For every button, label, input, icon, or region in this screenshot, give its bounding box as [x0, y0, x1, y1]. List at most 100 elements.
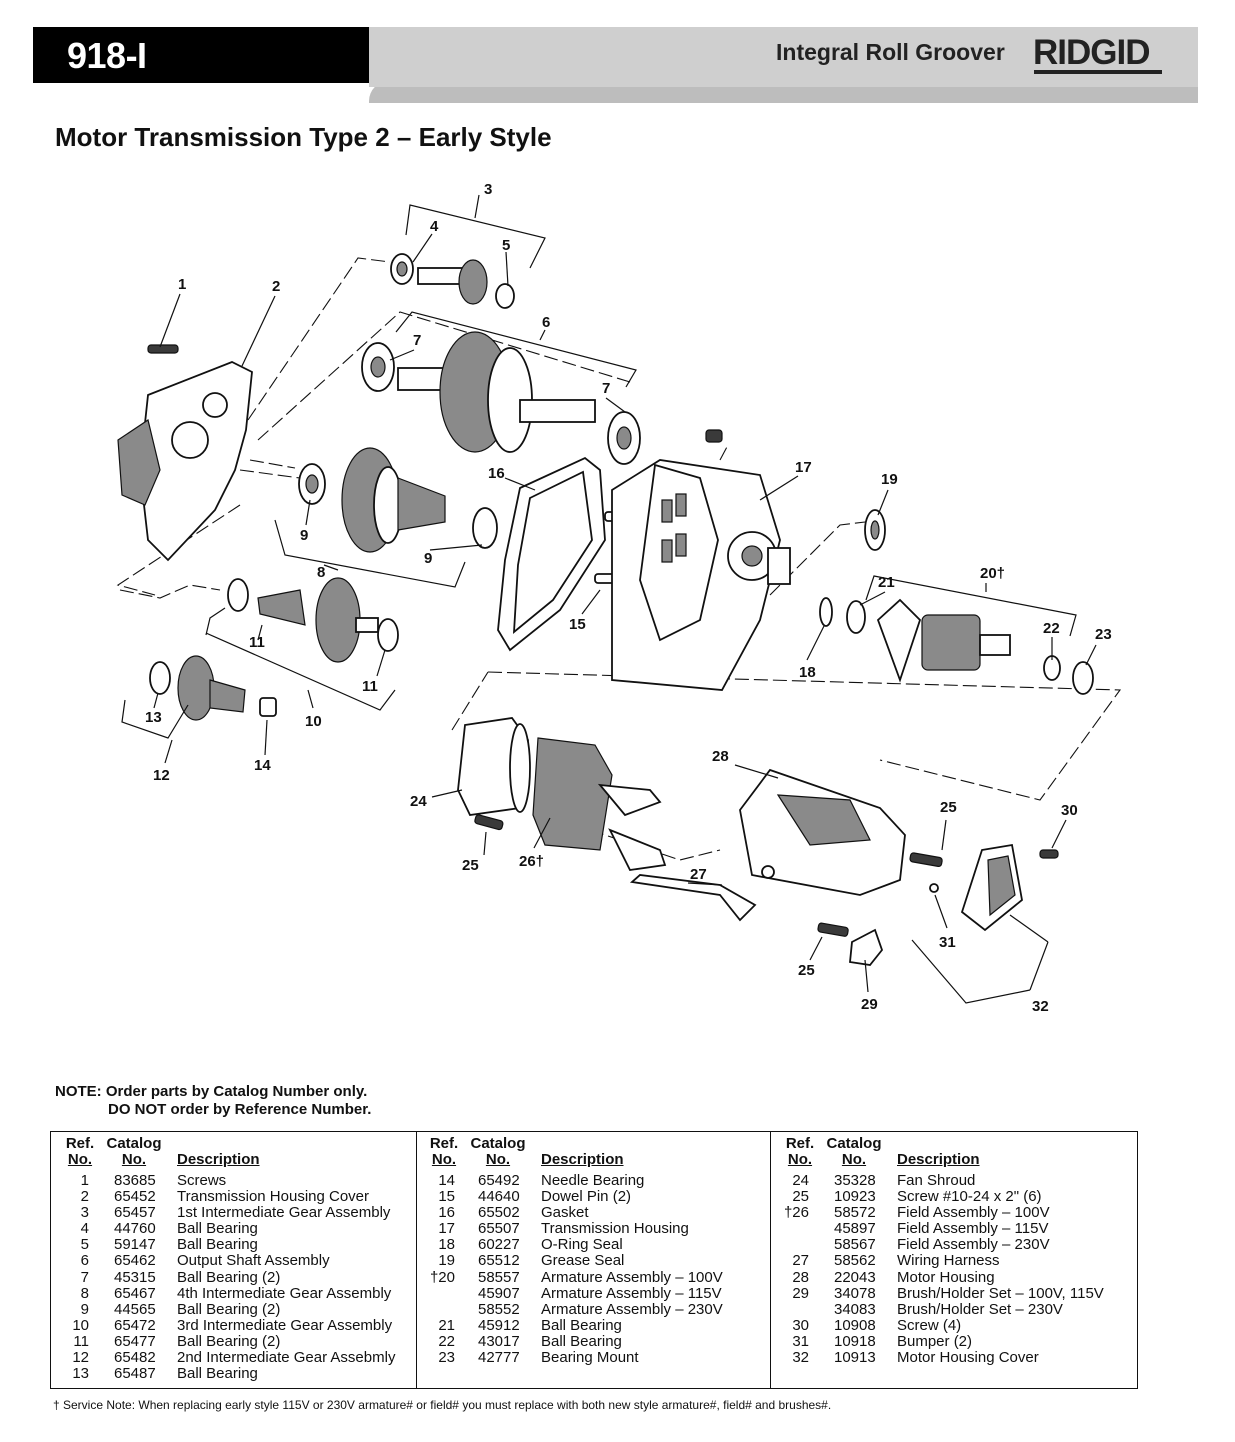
part-description: Fan Shroud — [897, 1172, 976, 1189]
part-catalog-number: 10923 — [834, 1188, 876, 1206]
catalog-header-bottom: No. — [485, 1151, 511, 1168]
screws — [474, 814, 943, 937]
page-title: Motor Transmission Type 2 – Early Style — [55, 122, 552, 152]
field-assembly — [532, 737, 667, 871]
part-catalog-number: 83685 — [114, 1172, 156, 1189]
order-note-line-2: DO NOT order by Reference Number. — [108, 1101, 372, 1118]
part-description: Ball Bearing — [177, 1365, 258, 1383]
description-header-text: Description — [177, 1151, 260, 1168]
callout-25a: 25 — [462, 857, 479, 874]
part-ref-number: 1 — [80, 1172, 89, 1189]
part-ref-number: 30 — [792, 1316, 809, 1334]
part-ref-number: †26 — [783, 1204, 809, 1222]
part-catalog-number: 10918 — [834, 1332, 876, 1350]
description-header: Description — [541, 1152, 624, 1168]
callout-27: 27 — [690, 866, 707, 883]
part-catalog-number: 65512 — [478, 1252, 520, 1270]
transmission-housing-cover — [117, 344, 253, 562]
callout-5: 5 — [502, 237, 510, 254]
callout-6: 6 — [542, 314, 550, 331]
part-catalog-number: 45907 — [478, 1284, 520, 1302]
ref-header-top: Ref. — [65, 1135, 95, 1152]
model-number: 918-I — [67, 35, 147, 76]
part-catalog-number: 22043 — [834, 1268, 876, 1286]
part-ref-number: 5 — [80, 1236, 89, 1254]
part-description: Grease Seal — [541, 1252, 625, 1270]
part-catalog-number: 59147 — [114, 1236, 156, 1254]
part-catalog-number: 65502 — [478, 1204, 520, 1222]
part-ref-number: 22 — [438, 1332, 455, 1350]
callout-8: 8 — [317, 564, 325, 581]
table-row: 13 65487 Ball Bearing — [51, 1366, 416, 1382]
part-catalog-number: 44760 — [114, 1220, 156, 1238]
part-ref-number: 29 — [792, 1284, 809, 1302]
callout-22: 22 — [1043, 620, 1060, 637]
callout-12: 12 — [153, 767, 170, 784]
callout-13: 13 — [145, 709, 162, 726]
catalog-header-bottom: No. — [841, 1151, 867, 1168]
catalog-header-top: Catalog — [470, 1135, 526, 1152]
brand-logo: RIDGID — [1033, 33, 1150, 72]
part-description: 2nd Intermediate Gear Assebmly — [177, 1349, 396, 1367]
part-catalog-number: 45912 — [478, 1316, 520, 1334]
motor-housing — [739, 768, 906, 896]
part-ref-number: 23 — [438, 1349, 455, 1367]
part-ref-number: 2 — [80, 1188, 89, 1206]
ref-header-top: Ref. — [785, 1135, 815, 1152]
table-row: 45907 Armature Assembly – 115V — [417, 1284, 771, 1302]
model-number-banner: 918-I — [33, 27, 369, 83]
part-description: Screws — [177, 1172, 227, 1189]
part-catalog-number: 65482 — [114, 1349, 156, 1367]
description-header: Description — [177, 1152, 260, 1168]
part-ref-number: 32 — [792, 1349, 809, 1367]
part-description: Field Assembly – 230V — [897, 1236, 1050, 1254]
ref-header: Ref.No. — [785, 1136, 815, 1168]
part-catalog-number: 58567 — [834, 1236, 876, 1254]
table-row: 58567 Field Assembly – 230V — [771, 1237, 1137, 1253]
part-ref-number: 7 — [80, 1268, 89, 1286]
ref-header: Ref.No. — [65, 1136, 95, 1168]
callout-28: 28 — [712, 748, 729, 765]
part-description: Field Assembly – 100V — [897, 1204, 1050, 1222]
part-description: O-Ring Seal — [541, 1236, 623, 1254]
callout-17: 17 — [795, 459, 812, 476]
part-ref-number: 3 — [80, 1204, 89, 1222]
part-catalog-number: 58552 — [478, 1300, 520, 1318]
part-description: Brush/Holder Set – 230V — [897, 1300, 1063, 1318]
bumper — [929, 883, 939, 893]
part-catalog-number: 58562 — [834, 1252, 876, 1270]
part-catalog-number: 58557 — [478, 1268, 520, 1286]
part-ref-number: 8 — [80, 1284, 89, 1302]
part-description: Ball Bearing (2) — [177, 1268, 281, 1286]
part-ref-number: †20 — [429, 1268, 455, 1286]
part-description: Ball Bearing — [541, 1316, 622, 1334]
part-catalog-number: 44640 — [478, 1188, 520, 1206]
part-description: Screw #10-24 x 2" (6) — [897, 1188, 1042, 1206]
order-note-line-1: NOTE: Order parts by Catalog Number only… — [55, 1083, 368, 1100]
callout-1: 1 — [178, 276, 186, 293]
gasket — [497, 456, 606, 652]
catalog-header-top: Catalog — [106, 1135, 162, 1152]
part-description: Ball Bearing — [541, 1332, 622, 1350]
part-catalog-number: 65477 — [114, 1332, 156, 1350]
callout-9b: 9 — [424, 550, 432, 567]
product-name: Integral Roll Groover — [776, 39, 1005, 65]
callout-3: 3 — [484, 181, 492, 198]
part-catalog-number: 65487 — [114, 1365, 156, 1383]
part-ref-number: 13 — [72, 1365, 89, 1383]
part-description: Armature Assembly – 115V — [541, 1284, 722, 1302]
exploded-parts-diagram: 1 2 3 4 5 6 7 7 16 17 19 9 9 8 20† 21 15… — [116, 181, 1122, 1015]
callout-18: 18 — [799, 664, 816, 681]
